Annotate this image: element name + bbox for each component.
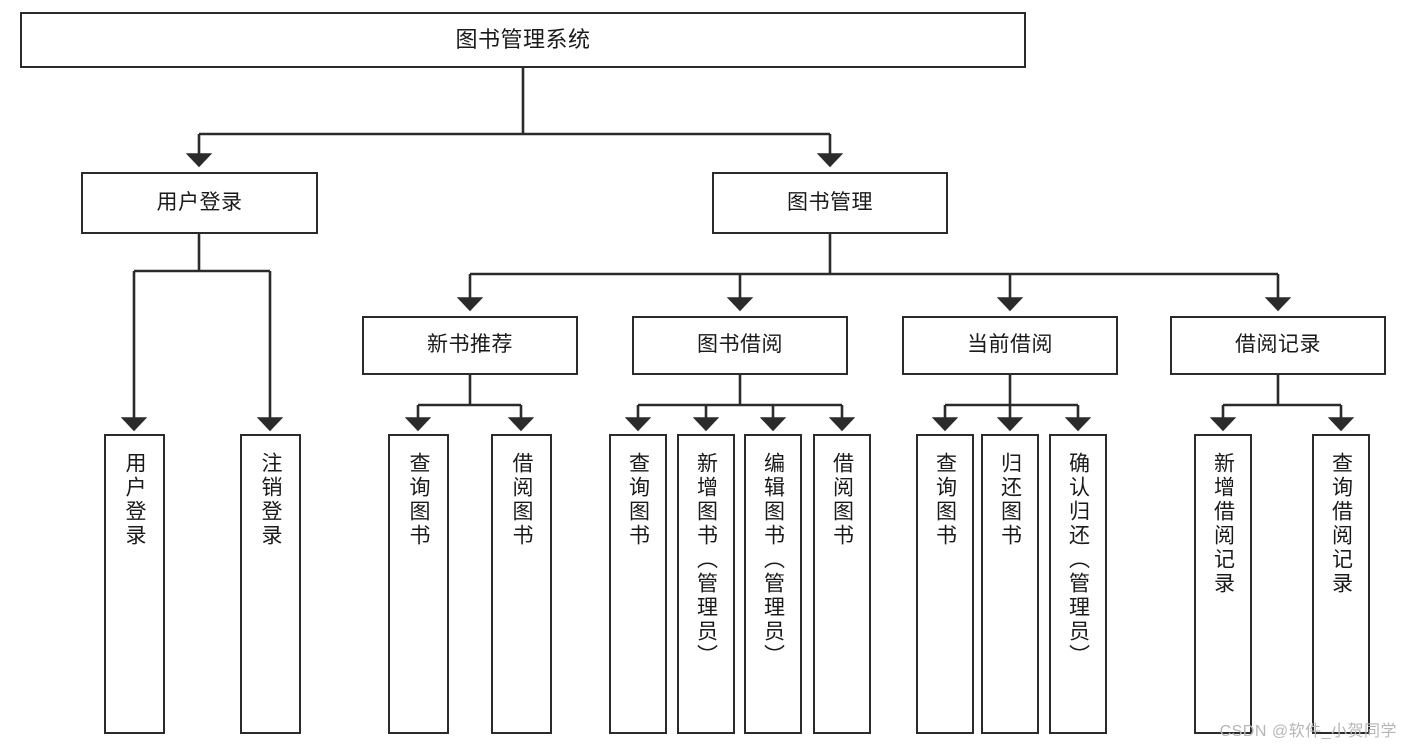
node-label: 借阅图书	[510, 452, 533, 548]
leaf-record-add-record[interactable]: 新增借阅记录	[1194, 434, 1252, 734]
node-user-login[interactable]: 用户登录	[81, 172, 318, 234]
node-borrow-record[interactable]: 借阅记录	[1170, 316, 1386, 375]
leaf-borrow-query-book[interactable]: 查询图书	[609, 434, 667, 734]
leaf-borrow-add-book-admin[interactable]: 新增图书（管理员）	[677, 434, 735, 734]
leaf-user-login-logout[interactable]: 注销登录	[240, 434, 301, 734]
leaf-borrow-borrow-book[interactable]: 借阅图书	[813, 434, 871, 734]
node-label: 图书管理系统	[455, 27, 591, 53]
node-new-book-recommend[interactable]: 新书推荐	[362, 316, 578, 375]
node-label: 查询图书	[626, 452, 650, 548]
node-current-borrow[interactable]: 当前借阅	[902, 316, 1118, 375]
node-book-management[interactable]: 图书管理	[712, 172, 948, 234]
leaf-user-login-login[interactable]: 用户登录	[104, 434, 165, 734]
node-label: 新书推荐	[427, 333, 513, 357]
node-label: 图书借阅	[697, 333, 783, 357]
node-label: 查询借阅记录	[1329, 452, 1353, 596]
node-label: 确认归还（管理员）	[1066, 452, 1090, 668]
node-label: 新增借阅记录	[1211, 452, 1235, 596]
node-label: 图书管理	[787, 190, 873, 214]
node-label: 借阅记录	[1235, 333, 1321, 357]
csdn-watermark: CSDN @软件_小贺同学	[1219, 723, 1397, 740]
leaf-current-confirm-return-admin[interactable]: 确认归还（管理员）	[1049, 434, 1107, 734]
node-label: 查询图书	[407, 452, 430, 548]
node-label: 注销登录	[259, 452, 282, 548]
node-label: 编辑图书（管理员）	[761, 452, 785, 668]
node-label: 借阅图书	[830, 452, 854, 548]
node-label: 用户登录	[156, 190, 243, 214]
node-root-book-management-system[interactable]: 图书管理系统	[20, 12, 1026, 68]
node-label: 查询图书	[933, 452, 957, 548]
leaf-record-query-record[interactable]: 查询借阅记录	[1312, 434, 1370, 734]
leaf-current-return-book[interactable]: 归还图书	[981, 434, 1039, 734]
leaf-current-query-book[interactable]: 查询图书	[916, 434, 974, 734]
node-label: 用户登录	[123, 452, 146, 548]
leaf-recommend-query-book[interactable]: 查询图书	[388, 434, 449, 734]
node-label: 新增图书（管理员）	[694, 452, 718, 668]
node-label: 归还图书	[998, 452, 1022, 548]
node-label: 当前借阅	[967, 333, 1053, 357]
leaf-recommend-borrow-book[interactable]: 借阅图书	[491, 434, 552, 734]
node-book-borrow[interactable]: 图书借阅	[632, 316, 848, 375]
leaf-borrow-edit-book-admin[interactable]: 编辑图书（管理员）	[744, 434, 802, 734]
